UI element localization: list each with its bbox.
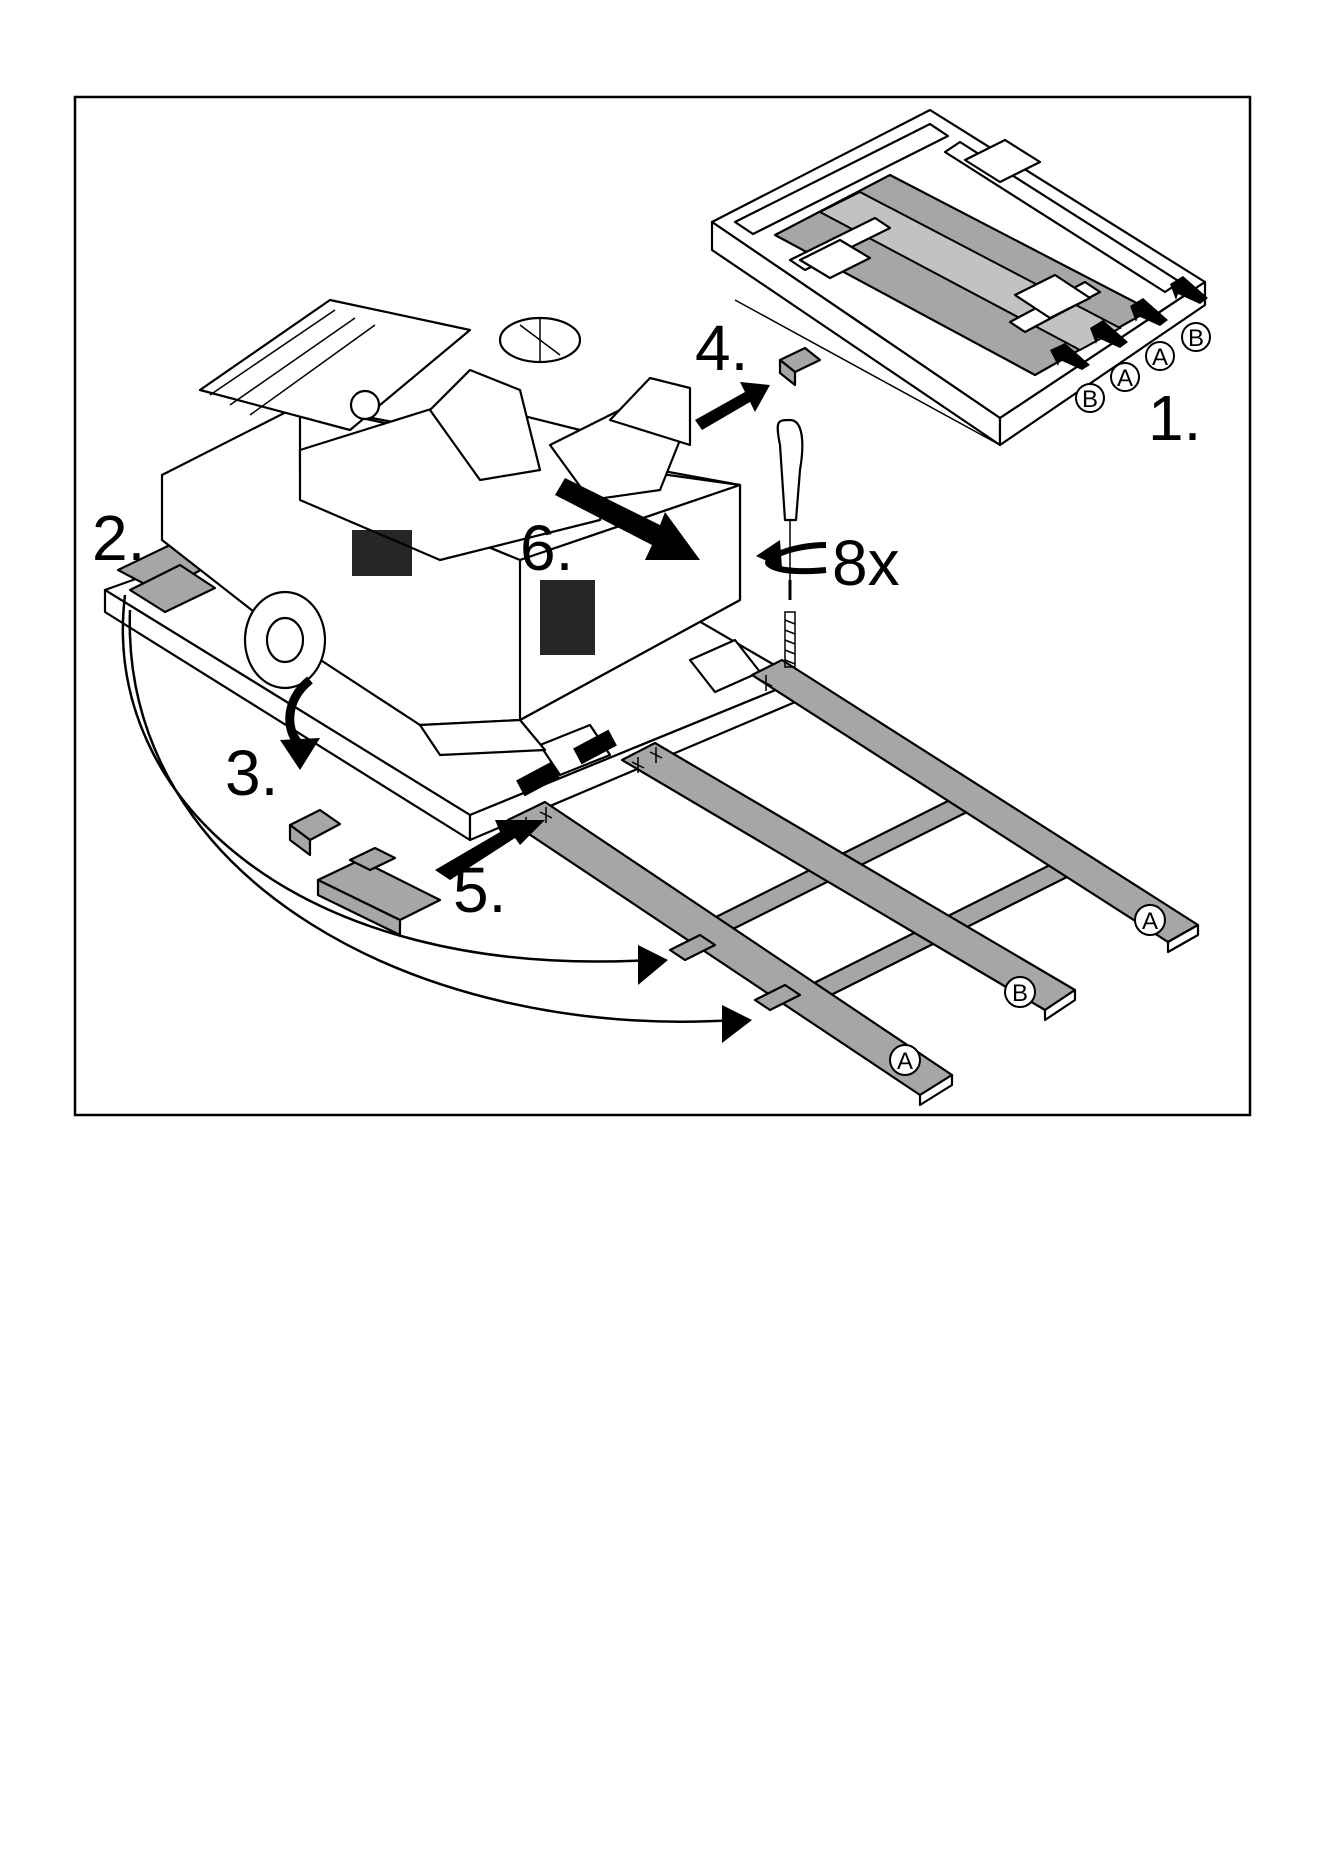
step-1-label: 1. [1148,382,1201,454]
step-4-label: 4. [695,312,748,384]
screw-count-label: 8x [832,527,900,599]
letter-top-a2: A [1152,344,1168,371]
letter-top-a1: A [1117,365,1133,392]
step-3-label: 3. [225,737,278,809]
letter-top-b1: B [1082,386,1098,413]
letter-ramp-right: A [1142,908,1158,935]
letter-ramp-middle: B [1012,980,1028,1007]
letter-top-b2: B [1188,325,1204,352]
letter-ramp-left: A [897,1048,913,1075]
step-6-label: 6. [520,512,573,584]
step-5-label: 5. [453,854,506,926]
step-2-label: 2. [92,502,145,574]
